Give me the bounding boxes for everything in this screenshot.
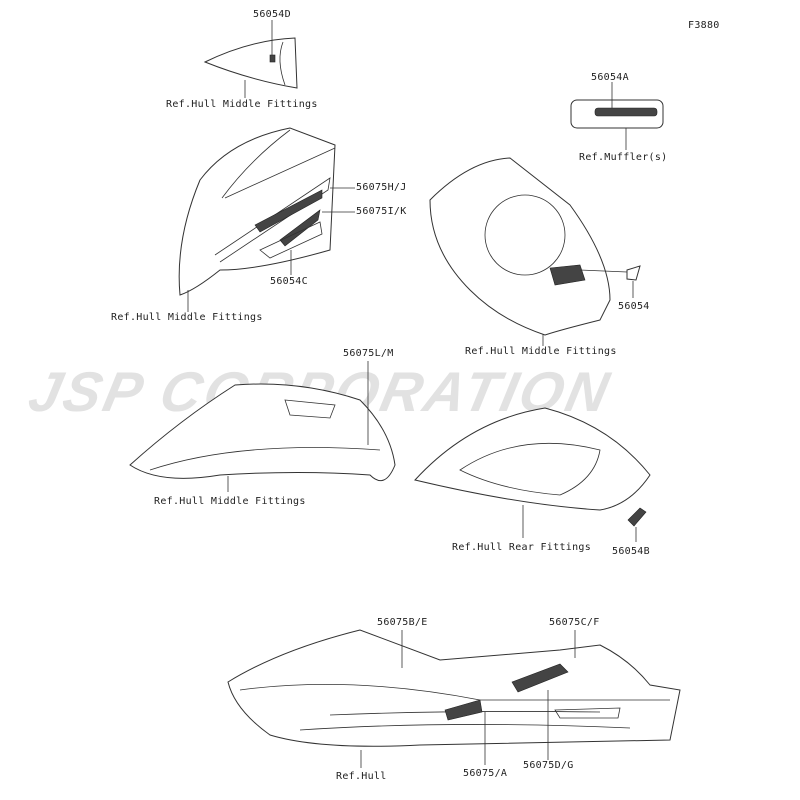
hull-middle-part <box>429 157 641 346</box>
part-56054C: 56054C <box>270 276 308 287</box>
ref-hull-middle-fittings: Ref.Hull Middle Fittings <box>465 346 617 357</box>
figure-code: F3880 <box>688 20 720 31</box>
side-panel-part <box>129 361 396 492</box>
part-56054B: 56054B <box>612 546 650 557</box>
ref-mufflers: Ref.Muffler(s) <box>579 152 668 163</box>
part-56075HJ: 56075H/J <box>356 182 407 193</box>
part-56075LM: 56075L/M <box>343 348 394 359</box>
part-56054: 56054 <box>618 301 650 312</box>
ref-hull-rear-fittings: Ref.Hull Rear Fittings <box>452 542 592 553</box>
part-56075IK: 56075I/K <box>356 206 407 217</box>
jetski-part <box>227 629 681 768</box>
part-56075A: 56075/A <box>463 768 508 779</box>
ref-hull-middle-fittings: Ref.Hull Middle Fittings <box>111 312 263 323</box>
ref-hull-middle-fittings: Ref.Hull Middle Fittings <box>154 496 306 507</box>
part-56075BE: 56075B/E <box>377 617 428 628</box>
ref-hull: Ref.Hull <box>336 771 387 782</box>
part-56075CF: 56075C/F <box>549 617 600 628</box>
part-56054A: 56054A <box>591 72 629 83</box>
muffler-part <box>570 82 664 150</box>
part-56075DG: 56075D/G <box>523 760 574 771</box>
part-56054D: 56054D <box>253 9 291 20</box>
rear-deck-part <box>414 407 651 542</box>
front-hood-part <box>178 127 355 312</box>
nose-cover-part <box>203 20 298 98</box>
ref-hull-middle-fittings: Ref.Hull Middle Fittings <box>166 99 318 110</box>
